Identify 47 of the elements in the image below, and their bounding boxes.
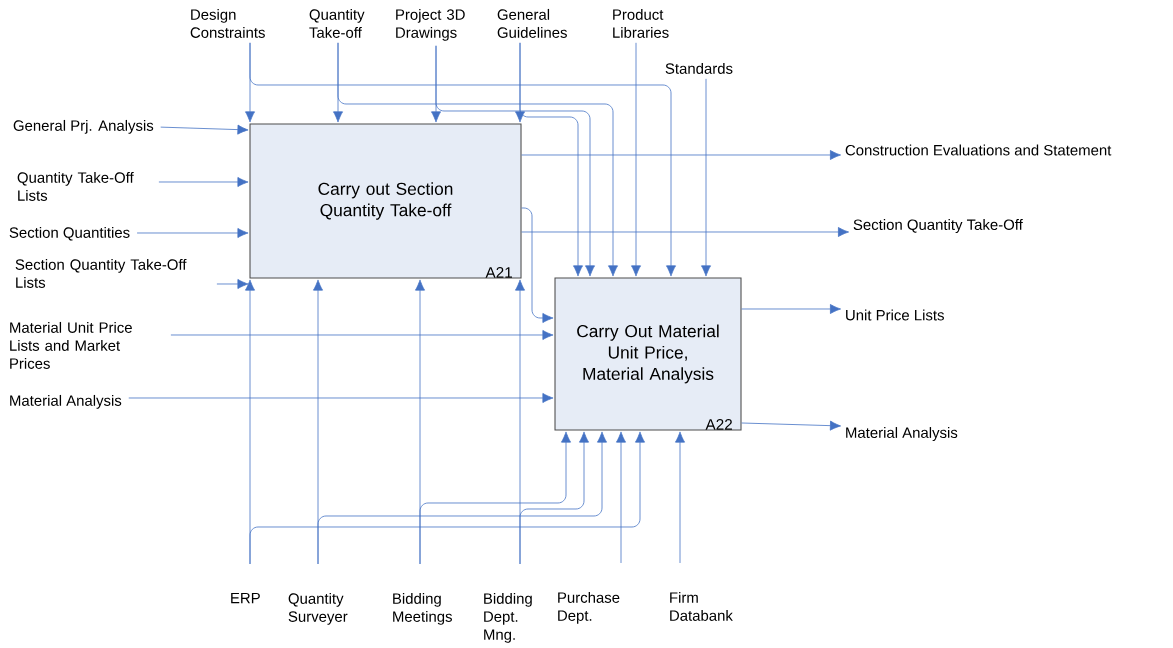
flow-label: Material Analysis	[846, 427, 958, 441]
flow-label: Material Analysis	[10, 394, 122, 409]
arrow	[435, 45, 595, 277]
arrow	[675, 431, 685, 564]
arrow	[519, 431, 589, 565]
arrow	[128, 393, 554, 403]
arrow	[631, 42, 641, 277]
arrow	[521, 207, 554, 323]
flow-label: Bidding Dept. Mng.	[484, 592, 532, 643]
flow-label: Section Quantity Take-Off Lists	[15, 258, 187, 288]
arrow	[616, 431, 626, 564]
arrow	[317, 431, 607, 565]
flow-label: Purchase Dept.	[558, 591, 620, 624]
arrow	[249, 42, 676, 277]
flow-label: Section Quantities	[9, 226, 130, 241]
arrow	[136, 228, 249, 238]
flow-label: Section Quantity Take-Off	[853, 219, 1023, 233]
flow-label: Firm Databank	[670, 591, 733, 621]
arrow	[419, 431, 571, 565]
arrow	[519, 42, 583, 277]
arrow	[521, 227, 849, 237]
flow-label: Bidding Meetings	[393, 592, 452, 625]
arrow	[701, 78, 711, 277]
flow-label: Product Libraries	[613, 8, 669, 38]
arrow	[741, 304, 841, 314]
flow-label: ERP	[231, 592, 260, 604]
arrow	[521, 150, 841, 160]
flow-label: Design Constraints	[190, 8, 265, 38]
flow-label: Project 3D Drawings	[396, 8, 465, 41]
arrow	[216, 279, 249, 289]
arrow	[160, 124, 249, 135]
activity-number: A22	[705, 419, 732, 430]
flow-label: Quantity Take-Off Lists	[17, 171, 134, 201]
arrow	[337, 42, 618, 277]
flow-label: Construction Evaluations and Statement	[845, 144, 1112, 156]
flow-label: Quantity Take-off	[309, 8, 365, 38]
arrow	[170, 330, 554, 340]
flow-label: Material Unit Price Lists and Market Prices	[10, 321, 132, 369]
arrow	[249, 431, 645, 565]
flow-label: Unit Price Lists	[846, 309, 944, 321]
flow-label: General Guidelines	[497, 8, 567, 38]
flow-label: General Prj. Analysis	[13, 119, 154, 134]
flow-label: Standards	[665, 62, 733, 74]
arrow	[158, 177, 249, 187]
arrow	[741, 420, 841, 431]
flow-label: Quantity Surveyer	[288, 592, 348, 625]
activity-number: A21	[485, 267, 512, 278]
